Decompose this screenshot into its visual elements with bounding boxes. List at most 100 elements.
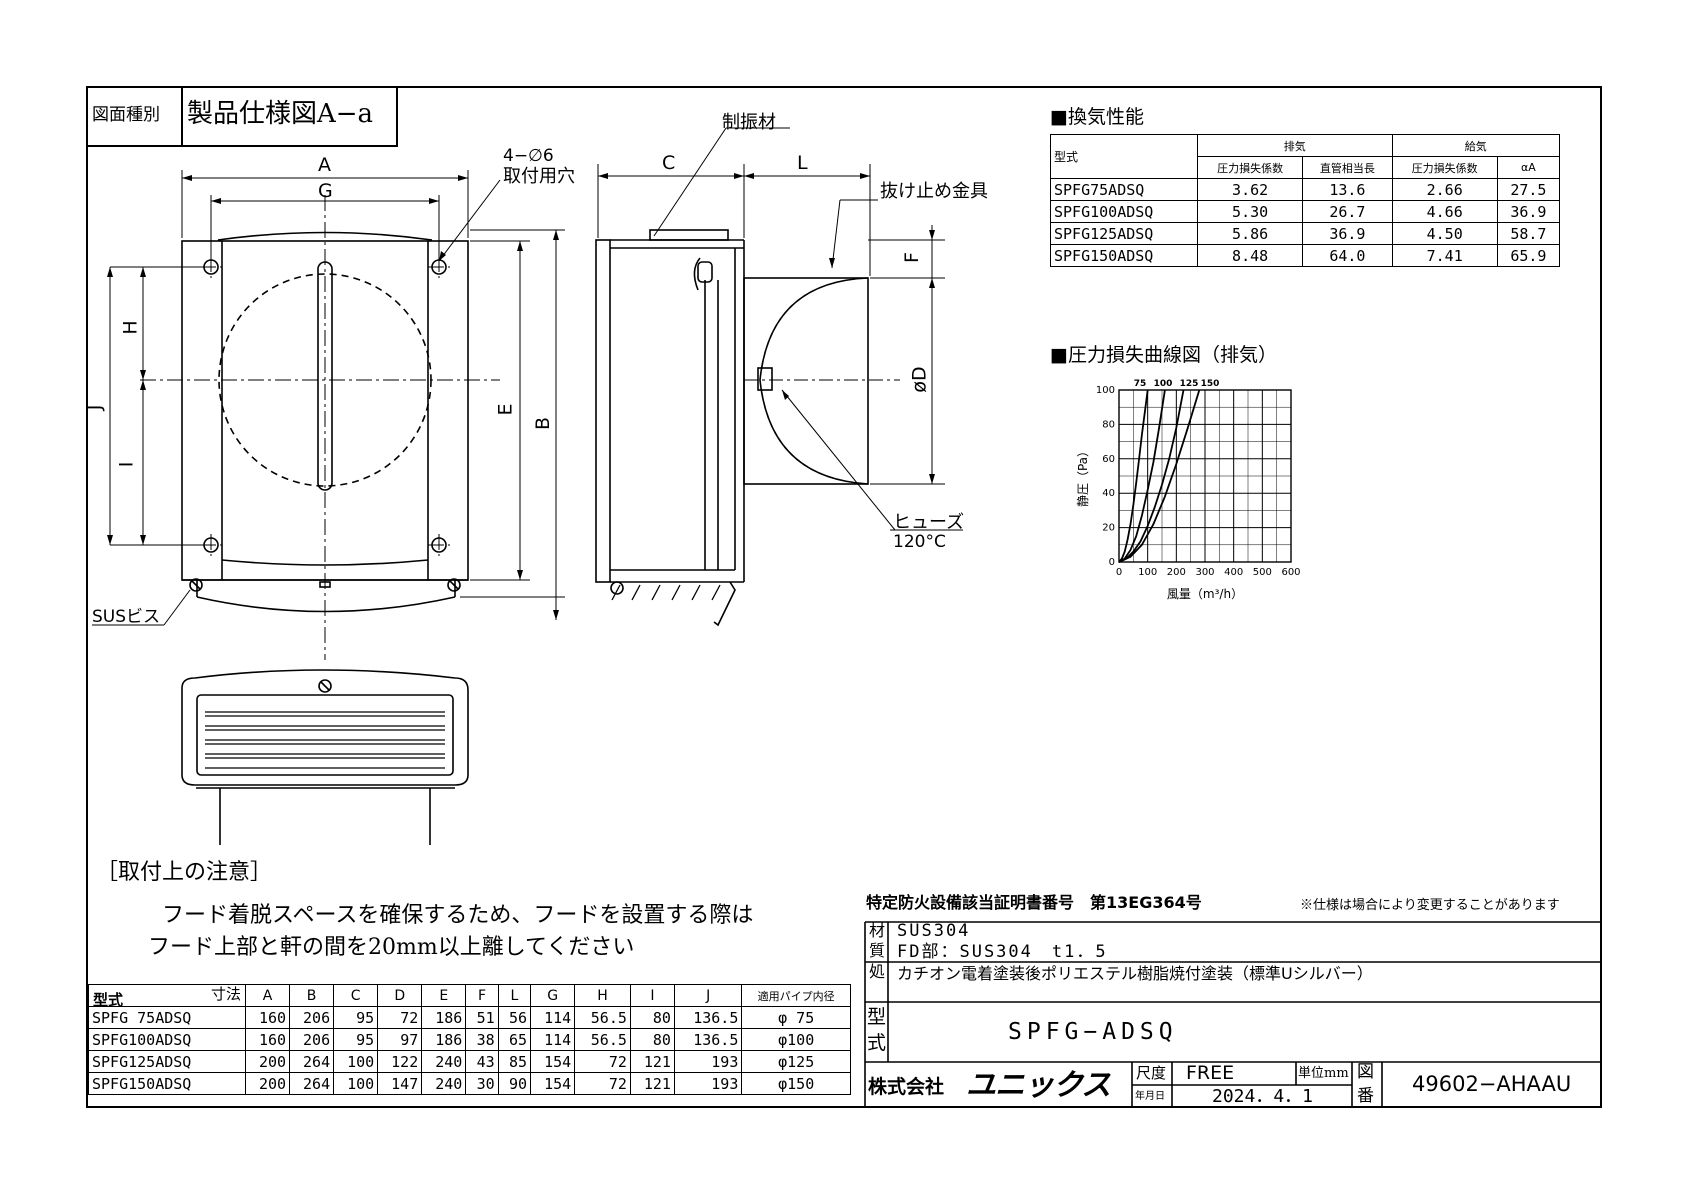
- notes-title: ［取付上の注意］: [96, 860, 273, 885]
- dims-col: B: [289, 984, 335, 1007]
- chart-curve-label: 75: [1134, 379, 1147, 389]
- dims-col: I: [629, 984, 675, 1007]
- dims-cell: 85: [497, 1050, 532, 1073]
- dimensions-table: 型式 寸法 A B C D E F L G H I J 適用パイプ内径 SPFG…: [88, 984, 851, 1095]
- dims-cell: 186: [421, 1028, 467, 1051]
- dims-cell: 160: [244, 1028, 291, 1051]
- dims-col: H: [574, 984, 631, 1007]
- chart-series-line: [1118, 389, 1166, 563]
- dims-col: F: [465, 984, 499, 1007]
- dims-cell: 72: [377, 1006, 423, 1029]
- dims-col: L: [497, 984, 532, 1007]
- chart-curve-label: 125: [1180, 379, 1199, 389]
- dims-col: A: [244, 984, 291, 1007]
- chart-y-tick-label: 40: [1102, 488, 1115, 499]
- dims-cell: 30: [465, 1072, 499, 1095]
- dims-cell: 136.5: [673, 1028, 743, 1051]
- dims-cell: 240: [421, 1072, 467, 1095]
- dims-cell: 80: [629, 1006, 675, 1029]
- drawing-no-label-2: 番: [1357, 1086, 1374, 1106]
- perf-cell: 36.9: [1302, 222, 1393, 245]
- drawing-type-label: 図面種別: [92, 105, 160, 125]
- dim-label-c: C: [662, 152, 676, 174]
- drawing-type-value: 製品仕様図A−a: [187, 99, 374, 129]
- chart-x-tick-label: 100: [1138, 567, 1157, 578]
- dims-cell: 56.5: [574, 1028, 631, 1051]
- dims-cell: 114: [530, 1028, 576, 1051]
- dims-cell: 186: [421, 1006, 467, 1029]
- dims-cell: 100: [333, 1072, 379, 1095]
- hole-note-label: 取付用穴: [503, 166, 575, 187]
- curve-title: ■圧力損失曲線図（排気）: [1050, 344, 1277, 366]
- perf-col-model: 型式: [1050, 134, 1198, 179]
- perf-sub-length: 直管相当長: [1302, 156, 1393, 179]
- dims-cell: 121: [629, 1072, 675, 1095]
- chart-series-line: [1118, 389, 1201, 563]
- chart-x-axis-label: 風量（m³/h）: [1167, 587, 1243, 601]
- certificate-number: 特定防火設備該当証明書番号 第13EG364号: [866, 893, 1202, 912]
- dims-cell: SPFG150ADSQ: [88, 1072, 246, 1095]
- dims-corner: 型式 寸法: [88, 984, 246, 1009]
- dim-label-a: A: [318, 154, 331, 176]
- dims-col: E: [421, 984, 467, 1007]
- perf-sub-supply-loss: 圧力損失係数: [1391, 156, 1498, 179]
- dims-cell: 200: [244, 1050, 291, 1073]
- perf-cell: 8.48: [1196, 244, 1304, 267]
- dims-cell: 264: [289, 1050, 335, 1073]
- finish-label: 処: [869, 962, 886, 981]
- chart-y-axis-label: 静圧（Pa）: [1076, 445, 1090, 507]
- hole-note-count: 4−∅6: [503, 146, 554, 166]
- date-label: 年月日: [1135, 1091, 1165, 1102]
- company-name: 株式会社: [868, 1076, 945, 1098]
- dims-cell: 264: [289, 1072, 335, 1095]
- dims-cell: 80: [629, 1028, 675, 1051]
- dims-cell: 65: [497, 1028, 532, 1051]
- dims-cell: SPFG 75ADSQ: [88, 1006, 246, 1029]
- scale-value: FREE: [1186, 1062, 1235, 1084]
- dims-cell: 154: [530, 1050, 576, 1073]
- dims-cell: 200: [244, 1072, 291, 1095]
- dims-cell: 114: [530, 1006, 576, 1029]
- dims-cell: 97: [377, 1028, 423, 1051]
- perf-cell: SPFG150ADSQ: [1050, 244, 1198, 267]
- chart-x-tick-label: 0: [1116, 567, 1122, 578]
- material-label-1: 材: [869, 921, 886, 940]
- perf-cell: 64.0: [1302, 244, 1393, 267]
- dims-col-pipe: 適用パイプ内径: [741, 984, 851, 1007]
- dims-cell: 154: [530, 1072, 576, 1095]
- chart-x-tick-label: 200: [1167, 567, 1186, 578]
- perf-cell: 7.41: [1391, 244, 1498, 267]
- dims-cell: 72: [574, 1050, 631, 1073]
- dims-cell: 240: [421, 1050, 467, 1073]
- dims-cell: 193: [673, 1050, 743, 1073]
- dims-col: G: [530, 984, 576, 1007]
- perf-cell: 13.6: [1302, 178, 1393, 201]
- damper-note: 制振材: [722, 112, 776, 133]
- dims-cell: 38: [465, 1028, 499, 1051]
- fuse-temperature: 120°C: [893, 532, 946, 552]
- perf-cell: 3.62: [1196, 178, 1304, 201]
- dims-cell: φ 75: [741, 1006, 851, 1029]
- drawing-no-label-1: 図: [1357, 1062, 1374, 1082]
- performance-table: 型式 排気 給気 圧力損失係数 直管相当長 圧力損失係数 αA SPFG75AD…: [1050, 134, 1561, 267]
- dims-cell: 122: [377, 1050, 423, 1073]
- finish-value: カチオン電着塗装後ポリエステル樹脂焼付塗装（標準Uシルバー）: [897, 964, 1373, 983]
- performance-title: ■換気性能: [1050, 106, 1144, 128]
- dims-cell: 193: [673, 1072, 743, 1095]
- model-label-1: 型: [867, 1006, 887, 1028]
- perf-col-supply: 給気: [1391, 134, 1561, 157]
- fuse-note: ヒューズ: [893, 512, 965, 533]
- material-value-2: FD部：SUS304 t1．5: [897, 942, 1108, 962]
- perf-cell: SPFG125ADSQ: [1050, 222, 1198, 245]
- chart-series-line: [1118, 389, 1149, 563]
- scale-label: 尺度: [1136, 1064, 1167, 1082]
- dims-cell: 95: [333, 1006, 379, 1029]
- dims-cell: SPFG125ADSQ: [88, 1050, 246, 1073]
- chart-x-tick-label: 500: [1253, 567, 1272, 578]
- dims-col: J: [673, 984, 743, 1007]
